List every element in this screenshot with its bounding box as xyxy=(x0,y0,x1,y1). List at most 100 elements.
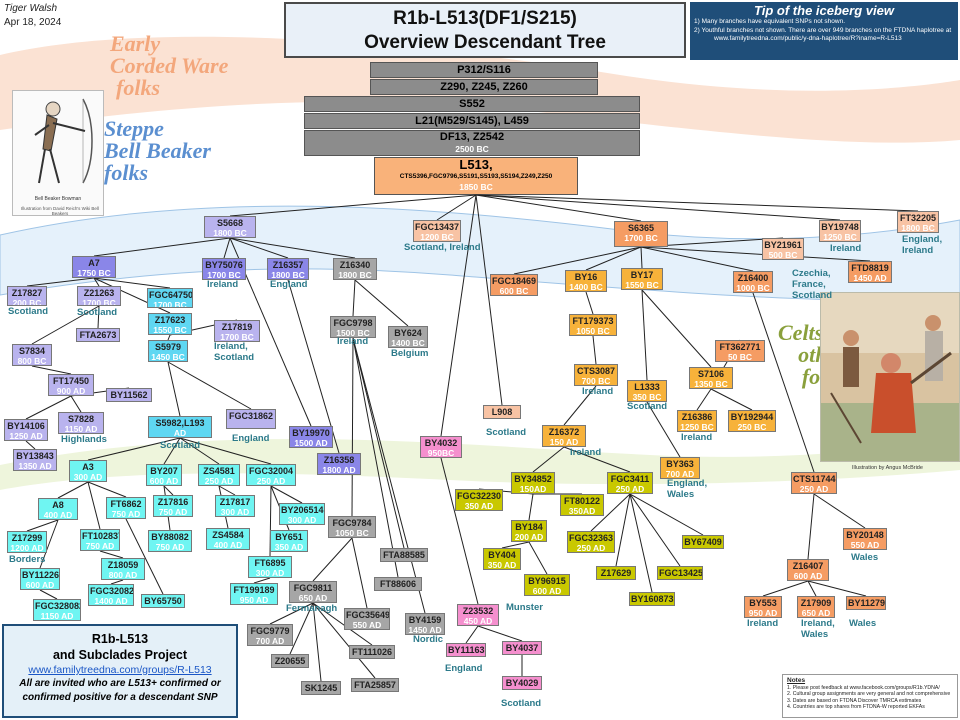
node-label: BY11226 xyxy=(22,570,60,580)
title-box: R1b-L513(DF1/S215) Overview Descendant T… xyxy=(284,2,686,58)
node-date: 1050 BC xyxy=(335,528,369,538)
node-label: Z18059 xyxy=(107,560,139,570)
node-date: 300 AD xyxy=(220,507,250,517)
node-label: Z16357 xyxy=(272,260,304,270)
edge-z16340-fgc9798 xyxy=(352,279,356,317)
node-date: 600 AD xyxy=(25,580,55,590)
node-label: BY16 xyxy=(574,272,598,282)
edge-s5982-by207 xyxy=(163,437,181,465)
node-date: 1700 BC xyxy=(220,332,254,342)
loc-scotland-z17827: Scotland xyxy=(8,306,49,317)
edge-fgc3411-z17629 xyxy=(615,493,631,567)
edge-l513-by4032 xyxy=(440,194,477,437)
illustration-credit-right: Illustration by Angus McBride xyxy=(852,465,923,471)
edge-l513-s5668 xyxy=(229,194,477,217)
node-date: 650 AD xyxy=(801,608,831,618)
root-l513-label: L513, xyxy=(459,157,493,172)
node-date: 950 AD xyxy=(748,608,778,618)
node-date: 1700 BC xyxy=(207,270,241,280)
node-date: 750 AD xyxy=(158,507,188,517)
edge-a8-z17299 xyxy=(26,519,59,532)
loc-fermanagh: Fermanagh xyxy=(286,603,338,614)
loc-wales-by11279: Wales xyxy=(849,618,877,629)
node-label: BY160873 xyxy=(631,594,674,604)
node-label: FGC32004 xyxy=(248,466,294,476)
node-label: BY404 xyxy=(488,550,516,560)
loc-czechia-line-1: Czechia, xyxy=(792,268,831,279)
trunk-s552-label: S552 xyxy=(459,98,485,110)
edge-fgc9784-fgc35649 xyxy=(351,537,368,609)
edge-fgc9811-z20655 xyxy=(289,602,314,655)
notes-line-4: 4. Countries are top shares from FTDNA-W… xyxy=(787,704,925,711)
edge-cts3087-z16372 xyxy=(563,385,597,426)
node-label: BY4159 xyxy=(408,615,442,625)
node-label: Z17909 xyxy=(800,598,832,608)
node-date: 1700 BC xyxy=(624,233,658,243)
node-label: FT362771 xyxy=(719,342,761,352)
edge-s5982-a3 xyxy=(87,437,181,461)
node-date: 700 BC xyxy=(581,376,611,386)
edge-s6365-z16400 xyxy=(640,246,754,272)
node-label: FGC35649 xyxy=(346,610,390,620)
root-l513-sub: CTS5396,FGC9796,S5191,S5193,S5194,Z249,Z… xyxy=(399,173,553,180)
node-label: BY96915 xyxy=(528,576,566,586)
node-label: S7106 xyxy=(697,369,725,379)
node-date: 150 AD xyxy=(549,437,579,447)
node-date: 1800 BC xyxy=(338,270,372,280)
project-box: R1b-L513 and Subclades Project www.famil… xyxy=(2,624,238,718)
edge-z17623-s5979 xyxy=(167,334,171,341)
edge-z16372-by34852 xyxy=(532,446,565,473)
node-label: Z17299 xyxy=(11,533,43,543)
node-date: 250 AD xyxy=(576,543,606,553)
edge-by4032-z23532 xyxy=(440,457,479,605)
edge-by184-by404 xyxy=(501,541,530,549)
edge-cts11744-z16407 xyxy=(807,493,815,560)
node-label: S5982,L193 xyxy=(155,418,205,428)
node-by4037: BY4037 xyxy=(502,641,542,655)
trunk-s552: S552 xyxy=(304,96,640,112)
edge-fgc9784-fgc9811 xyxy=(312,537,353,582)
node-label: FGC32082 xyxy=(90,586,134,596)
node-label: S5979 xyxy=(154,342,182,352)
node-label: BY75076 xyxy=(205,260,243,270)
tip-title: Tip of the iceberg view xyxy=(754,3,894,18)
node-date: 600 AD xyxy=(532,586,562,596)
node-by11163: BY11163 xyxy=(446,643,486,657)
node-date: 1050 BC xyxy=(576,326,610,336)
node-label: BY624 xyxy=(394,328,422,338)
loc-by363-line-2: Wales xyxy=(667,489,695,500)
node-label: A3 xyxy=(82,462,94,472)
page-title: R1b-L513(DF1/S215) xyxy=(393,8,577,29)
edge-s6365-by17 xyxy=(640,246,643,269)
edge-a7-z17827 xyxy=(26,277,95,287)
corded-line-2: Corded Ware xyxy=(110,53,229,78)
edge-s6365-ftd8819 xyxy=(640,246,871,262)
trunk-l21: L21(M529/S145), L459 xyxy=(304,113,640,129)
node-label: FGC328082 xyxy=(35,601,81,611)
edge-z21263-fta2673 xyxy=(97,305,100,329)
node-date: 200 BC xyxy=(12,298,42,306)
author-name: Tiger Walsh xyxy=(4,3,58,14)
node-sk1245: SK1245 xyxy=(301,681,341,695)
edge-l513-s6365 xyxy=(475,194,642,222)
project-link[interactable]: www.familytreedna.com/groups/R-L513 xyxy=(28,664,212,676)
tip-line-3: www.familytreedna.com/public/y-dna-haplo… xyxy=(714,35,902,42)
node-label: FGC13425 xyxy=(659,568,703,578)
edge-by207-z17816 xyxy=(163,485,174,496)
warriors-drawing xyxy=(821,293,959,461)
